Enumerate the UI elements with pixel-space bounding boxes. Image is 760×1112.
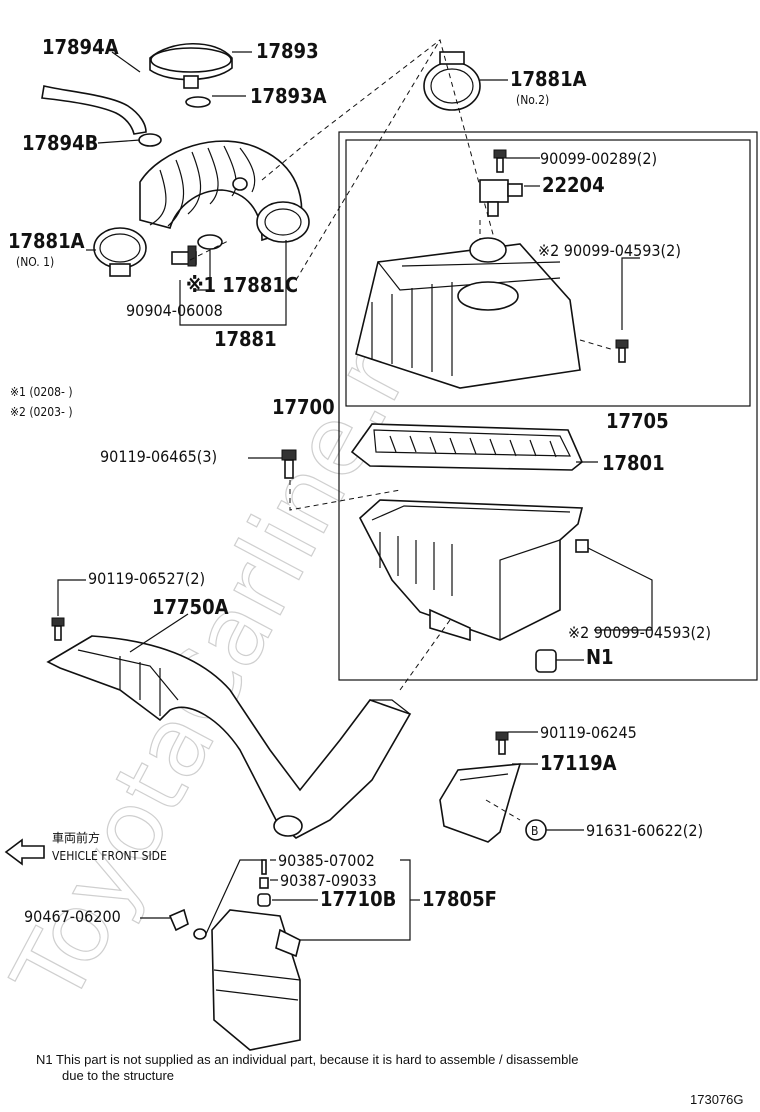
resonator-17805f (193, 909, 301, 1051)
label-17801: 17801 (602, 451, 665, 475)
filter-element-17801 (350, 423, 583, 471)
label-b: B (531, 824, 538, 838)
label-91631-60622: 91631-60622(2) (586, 821, 703, 840)
footnote-n1-line1: N1 This part is not supplied as an indiv… (36, 1052, 578, 1067)
small-parts-90385-90387-17710b (257, 859, 271, 907)
label-90099-04593-b: ※2 90099-04593(2) (568, 623, 711, 642)
cleaner-case-lower (359, 499, 584, 642)
label-90099-00289: 90099-00289(2) (540, 149, 657, 168)
grommet-n1 (535, 649, 557, 673)
label-90099-04593-a: ※2 90099-04593(2) (538, 241, 681, 260)
diagram-code: 173076G (690, 1092, 744, 1107)
label-17881a-no1: 17881A (8, 229, 85, 253)
hose-17894a (41, 85, 147, 135)
label-22204: 22204 (542, 173, 605, 197)
label-n1: N1 (586, 645, 614, 669)
clip-90467-06200 (168, 908, 189, 932)
label-17894b: 17894B (22, 131, 98, 155)
label-17750a: 17750A (152, 595, 229, 619)
intake-hose-17881 (139, 140, 310, 243)
label-17881: 17881 (214, 327, 277, 351)
label-17700: 17700 (272, 395, 335, 419)
label-90385-07002: 90385-07002 (278, 851, 375, 870)
label-17881c: ※1 17881C (186, 273, 298, 297)
label-17119a: 17119A (540, 751, 617, 775)
label-no2: (No.2) (516, 93, 549, 107)
clamp-17893a (185, 96, 211, 108)
bolt-90119-06465 (281, 449, 297, 479)
label-17881a-no2: 17881A (510, 67, 587, 91)
group-box-17705 (345, 139, 751, 407)
sensor-22204 (479, 179, 523, 217)
bolt-90119-06245 (495, 731, 509, 755)
footnote-n1-line2: due to the structure (62, 1068, 174, 1083)
bracket-17119a (439, 763, 522, 843)
screw-90099-04593-a (615, 339, 629, 363)
footnote-1: ※1 (0208- ) (10, 385, 73, 399)
label-17705: 17705 (606, 409, 669, 433)
label-90119-06465: 90119-06465(3) (100, 447, 217, 466)
cleaner-cap-17705 (355, 237, 581, 389)
label-17893: 17893 (256, 39, 319, 63)
bolt-90119-06527 (51, 617, 65, 641)
clamp-17881a-no2 (423, 51, 481, 111)
vehicle-front-arrow (4, 838, 45, 866)
label-90904-06008: 90904-06008 (126, 301, 223, 320)
intake-duct-17750a (46, 635, 412, 839)
group-box-17700 (338, 131, 758, 681)
clamp-17881a-no1 (93, 227, 147, 277)
label-no1: (NO. 1) (16, 255, 54, 269)
clamp-17894b (138, 133, 162, 147)
label-17710b: 17710B (320, 887, 396, 911)
label-90467-06200: 90467-06200 (24, 907, 121, 926)
clamp-17881c (171, 234, 223, 267)
footnote-2: ※2 (0203- ) (10, 405, 73, 419)
label-17893a: 17893A (250, 84, 327, 108)
nut-90099-04593-b (575, 539, 589, 553)
label-17805f: 17805F (422, 887, 497, 911)
label-front-jp: 車両前方 (52, 830, 100, 845)
label-front-en: VEHICLE FRONT SIDE (52, 849, 167, 863)
label-17894a: 17894A (42, 35, 119, 59)
screw-90099-00289 (493, 149, 507, 173)
label-90119-06527: 90119-06527(2) (88, 569, 205, 588)
label-90119-06245: 90119-06245 (540, 723, 637, 742)
label-90387-09033: 90387-09033 (280, 871, 377, 890)
